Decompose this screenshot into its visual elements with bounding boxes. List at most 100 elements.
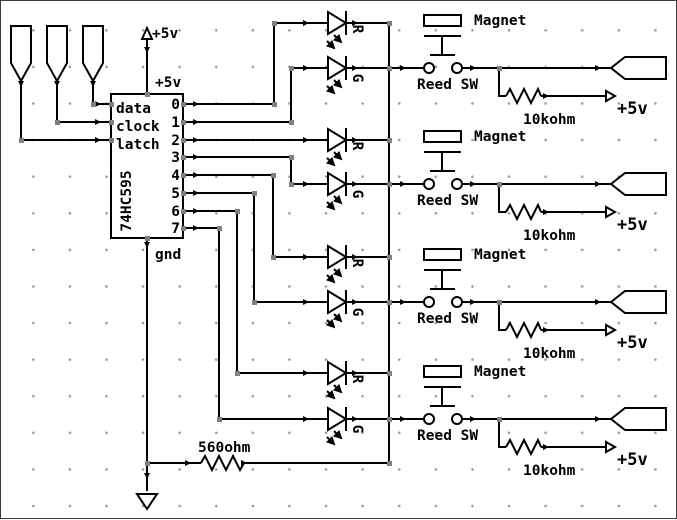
red-led: R bbox=[325, 127, 389, 167]
led-emission-arrow bbox=[325, 273, 336, 284]
reed-switch-label: Reed SW bbox=[417, 193, 478, 209]
green-led: G bbox=[325, 289, 389, 329]
magnet-symbol: Magnet bbox=[423, 247, 526, 263]
switch-contact-icon bbox=[451, 413, 463, 425]
channel-2: R G Magnet Reed SW +5v 10kohm bbox=[325, 127, 667, 244]
ic-pin-latch-label: latch bbox=[116, 137, 160, 153]
led-triangle-icon bbox=[327, 55, 348, 81]
red-led-label: R bbox=[349, 375, 365, 384]
right-arrow-icon bbox=[605, 205, 618, 219]
led-triangle-icon bbox=[327, 244, 348, 270]
ic-pin-clock-label: clock bbox=[116, 119, 160, 135]
pullup-rail-label: +5v bbox=[617, 333, 648, 353]
switch-contact-icon bbox=[451, 296, 463, 308]
resistor-zigzag bbox=[505, 437, 542, 457]
green-led: G bbox=[325, 55, 389, 95]
reed-switch: Reed SW bbox=[389, 269, 611, 327]
resistor-zigzag bbox=[505, 202, 542, 222]
svg-text:6: 6 bbox=[171, 204, 180, 220]
ic-output-pin-numbers: 0 1 2 3 4 5 6 7 bbox=[171, 97, 180, 237]
magnet-label: Magnet bbox=[474, 247, 526, 263]
magnet-label: Magnet bbox=[474, 129, 526, 145]
input-connector-3 bbox=[82, 25, 104, 84]
shift-register-ic: +5v gnd data clock latch 74HC595 0 1 2 3… bbox=[110, 75, 184, 263]
reed-actuator bbox=[424, 151, 461, 172]
input-connector-wires bbox=[20, 81, 111, 141]
pullup-rail-label: +5v bbox=[617, 450, 648, 470]
svg-text:3: 3 bbox=[171, 150, 180, 166]
svg-text:2: 2 bbox=[171, 133, 180, 149]
resistor-zigzag bbox=[505, 320, 542, 340]
output-routing-wires bbox=[183, 22, 328, 420]
magnet-symbol: Magnet bbox=[423, 364, 526, 380]
reed-switch-label: Reed SW bbox=[417, 311, 478, 327]
red-led-label: R bbox=[349, 25, 365, 34]
led-emission-arrow bbox=[325, 200, 336, 211]
red-led-label: R bbox=[349, 259, 365, 268]
pullup-resistor-label: 10kohm bbox=[523, 112, 576, 128]
channel-4: R G Magnet Reed SW +5v 10kohm bbox=[325, 360, 667, 479]
led-emission-arrow bbox=[332, 429, 343, 440]
ic-vcc-pin-label: +5v bbox=[155, 75, 181, 91]
pullup-resistor-label: 10kohm bbox=[523, 463, 576, 479]
led-emission-arrow bbox=[325, 389, 336, 400]
green-led-label: G bbox=[349, 308, 365, 317]
reed-switch-label: Reed SW bbox=[417, 77, 478, 93]
pullup-resistor-label: 10kohm bbox=[523, 228, 576, 244]
resistor-zigzag bbox=[505, 86, 542, 106]
output-connector bbox=[609, 407, 667, 431]
led-emission-arrow bbox=[332, 312, 343, 323]
led-emission-arrow bbox=[325, 84, 336, 95]
reed-actuator bbox=[424, 35, 461, 56]
ic-gnd-pin-label: gnd bbox=[155, 247, 181, 263]
magnet-label: Magnet bbox=[474, 13, 526, 29]
magnet-bar-icon bbox=[423, 130, 462, 143]
input-connector-1 bbox=[10, 25, 32, 84]
green-led: G bbox=[325, 171, 389, 211]
svg-text:0: 0 bbox=[171, 97, 180, 113]
red-led-label: R bbox=[349, 142, 365, 151]
green-led-label: G bbox=[349, 425, 365, 434]
vcc-arrow-symbol: +5v bbox=[140, 25, 178, 42]
series-resistor-label: 560ohm bbox=[198, 440, 251, 456]
series-resistor-zigzag bbox=[200, 453, 245, 473]
vcc-top-label: +5v bbox=[152, 26, 178, 42]
reed-actuator bbox=[424, 386, 461, 407]
led-emission-arrow bbox=[325, 39, 336, 50]
up-arrow-icon bbox=[140, 25, 154, 40]
right-arrow-icon bbox=[605, 323, 618, 337]
pullup-resistor-label: 10kohm bbox=[523, 346, 576, 362]
switch-contact-icon bbox=[423, 62, 435, 74]
led-triangle-icon bbox=[327, 10, 348, 36]
output-connector bbox=[609, 290, 667, 314]
switch-contact-icon bbox=[423, 413, 435, 425]
green-led-label: G bbox=[349, 190, 365, 199]
led-emission-arrow bbox=[332, 267, 343, 278]
channel-1: R G Magnet Reed SW +5v 10kohm bbox=[325, 10, 667, 128]
magnet-symbol: Magnet bbox=[423, 13, 526, 29]
led-triangle-icon bbox=[327, 406, 348, 432]
led-emission-arrow bbox=[332, 33, 343, 44]
reed-actuator bbox=[424, 269, 461, 290]
magnet-symbol: Magnet bbox=[423, 129, 526, 145]
pullup-resistor: +5v 10kohm bbox=[498, 419, 648, 479]
led-triangle-icon bbox=[327, 127, 348, 153]
magnet-bar-icon bbox=[423, 248, 462, 261]
input-connector-2 bbox=[46, 25, 68, 84]
ground-symbol bbox=[135, 493, 159, 511]
svg-text:7: 7 bbox=[171, 221, 180, 237]
switch-contact-icon bbox=[451, 178, 463, 190]
pullup-rail-label: +5v bbox=[617, 215, 648, 235]
ic-pin-data-label: data bbox=[116, 101, 151, 117]
red-led: R bbox=[325, 244, 389, 284]
led-emission-arrow bbox=[332, 383, 343, 394]
led-emission-arrow bbox=[325, 318, 336, 329]
reed-switch: Reed SW bbox=[389, 35, 611, 93]
pullup-resistor: +5v 10kohm bbox=[498, 302, 648, 362]
ic-body bbox=[110, 93, 184, 239]
right-arrow-icon bbox=[605, 440, 618, 454]
input-connectors bbox=[10, 25, 104, 84]
led-emission-arrow bbox=[325, 156, 336, 167]
